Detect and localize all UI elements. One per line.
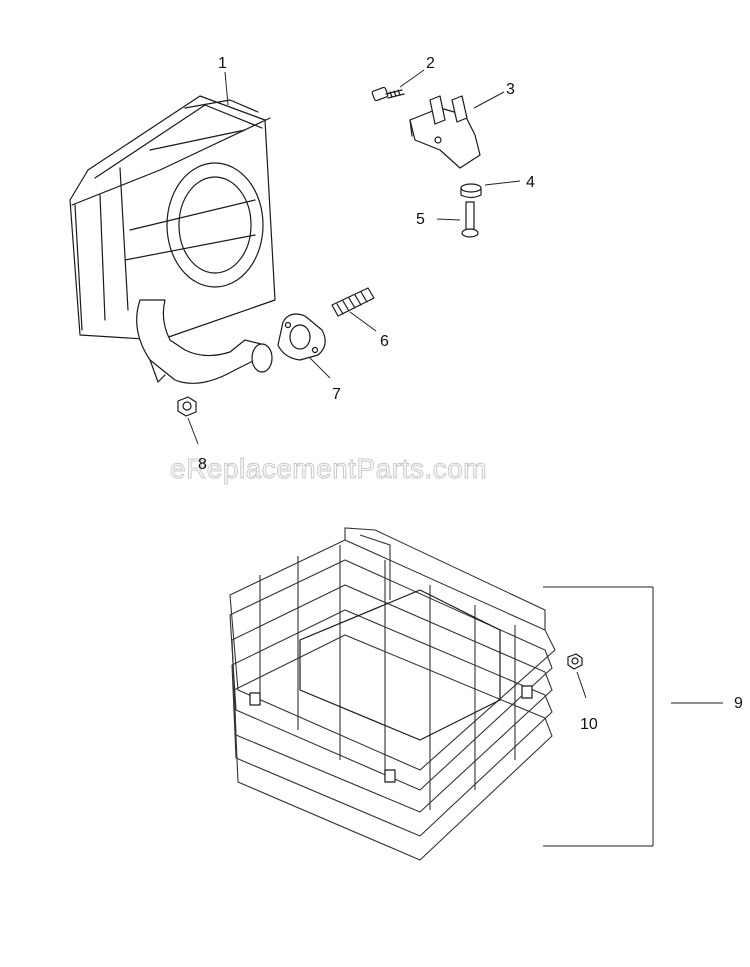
- leader-2: [399, 69, 425, 88]
- callout-4: 4: [526, 174, 535, 191]
- leader-3: [473, 91, 505, 109]
- wire-guard-part: [229, 527, 556, 861]
- gasket-part: [277, 313, 326, 361]
- leader-6: [349, 311, 377, 332]
- callout-3: 3: [506, 81, 515, 98]
- callout-1: 1: [218, 55, 227, 72]
- muffler-part: [69, 95, 276, 384]
- bolt-part: [461, 201, 479, 238]
- callout-8: 8: [198, 456, 207, 473]
- spacer-part: [460, 183, 482, 199]
- leader-1: [224, 71, 229, 106]
- watermark: eReplacementParts.com: [170, 453, 487, 484]
- nut-part: [177, 396, 197, 417]
- callout-2: 2: [426, 55, 435, 72]
- leader-8: [187, 417, 199, 445]
- leader-4: [484, 180, 521, 186]
- callout-6: 6: [380, 333, 389, 350]
- stud-part: [331, 287, 375, 317]
- callout-10: 10: [580, 716, 598, 733]
- callout-7: 7: [332, 386, 341, 403]
- leader-5: [436, 218, 461, 221]
- screw-part: [371, 86, 405, 102]
- callout-9: 9: [734, 695, 743, 712]
- leader-7: [309, 357, 331, 379]
- leader-10: [576, 671, 587, 699]
- callout-5: 5: [416, 211, 425, 228]
- small-nut-part: [567, 653, 583, 670]
- bracket-part: [409, 95, 481, 169]
